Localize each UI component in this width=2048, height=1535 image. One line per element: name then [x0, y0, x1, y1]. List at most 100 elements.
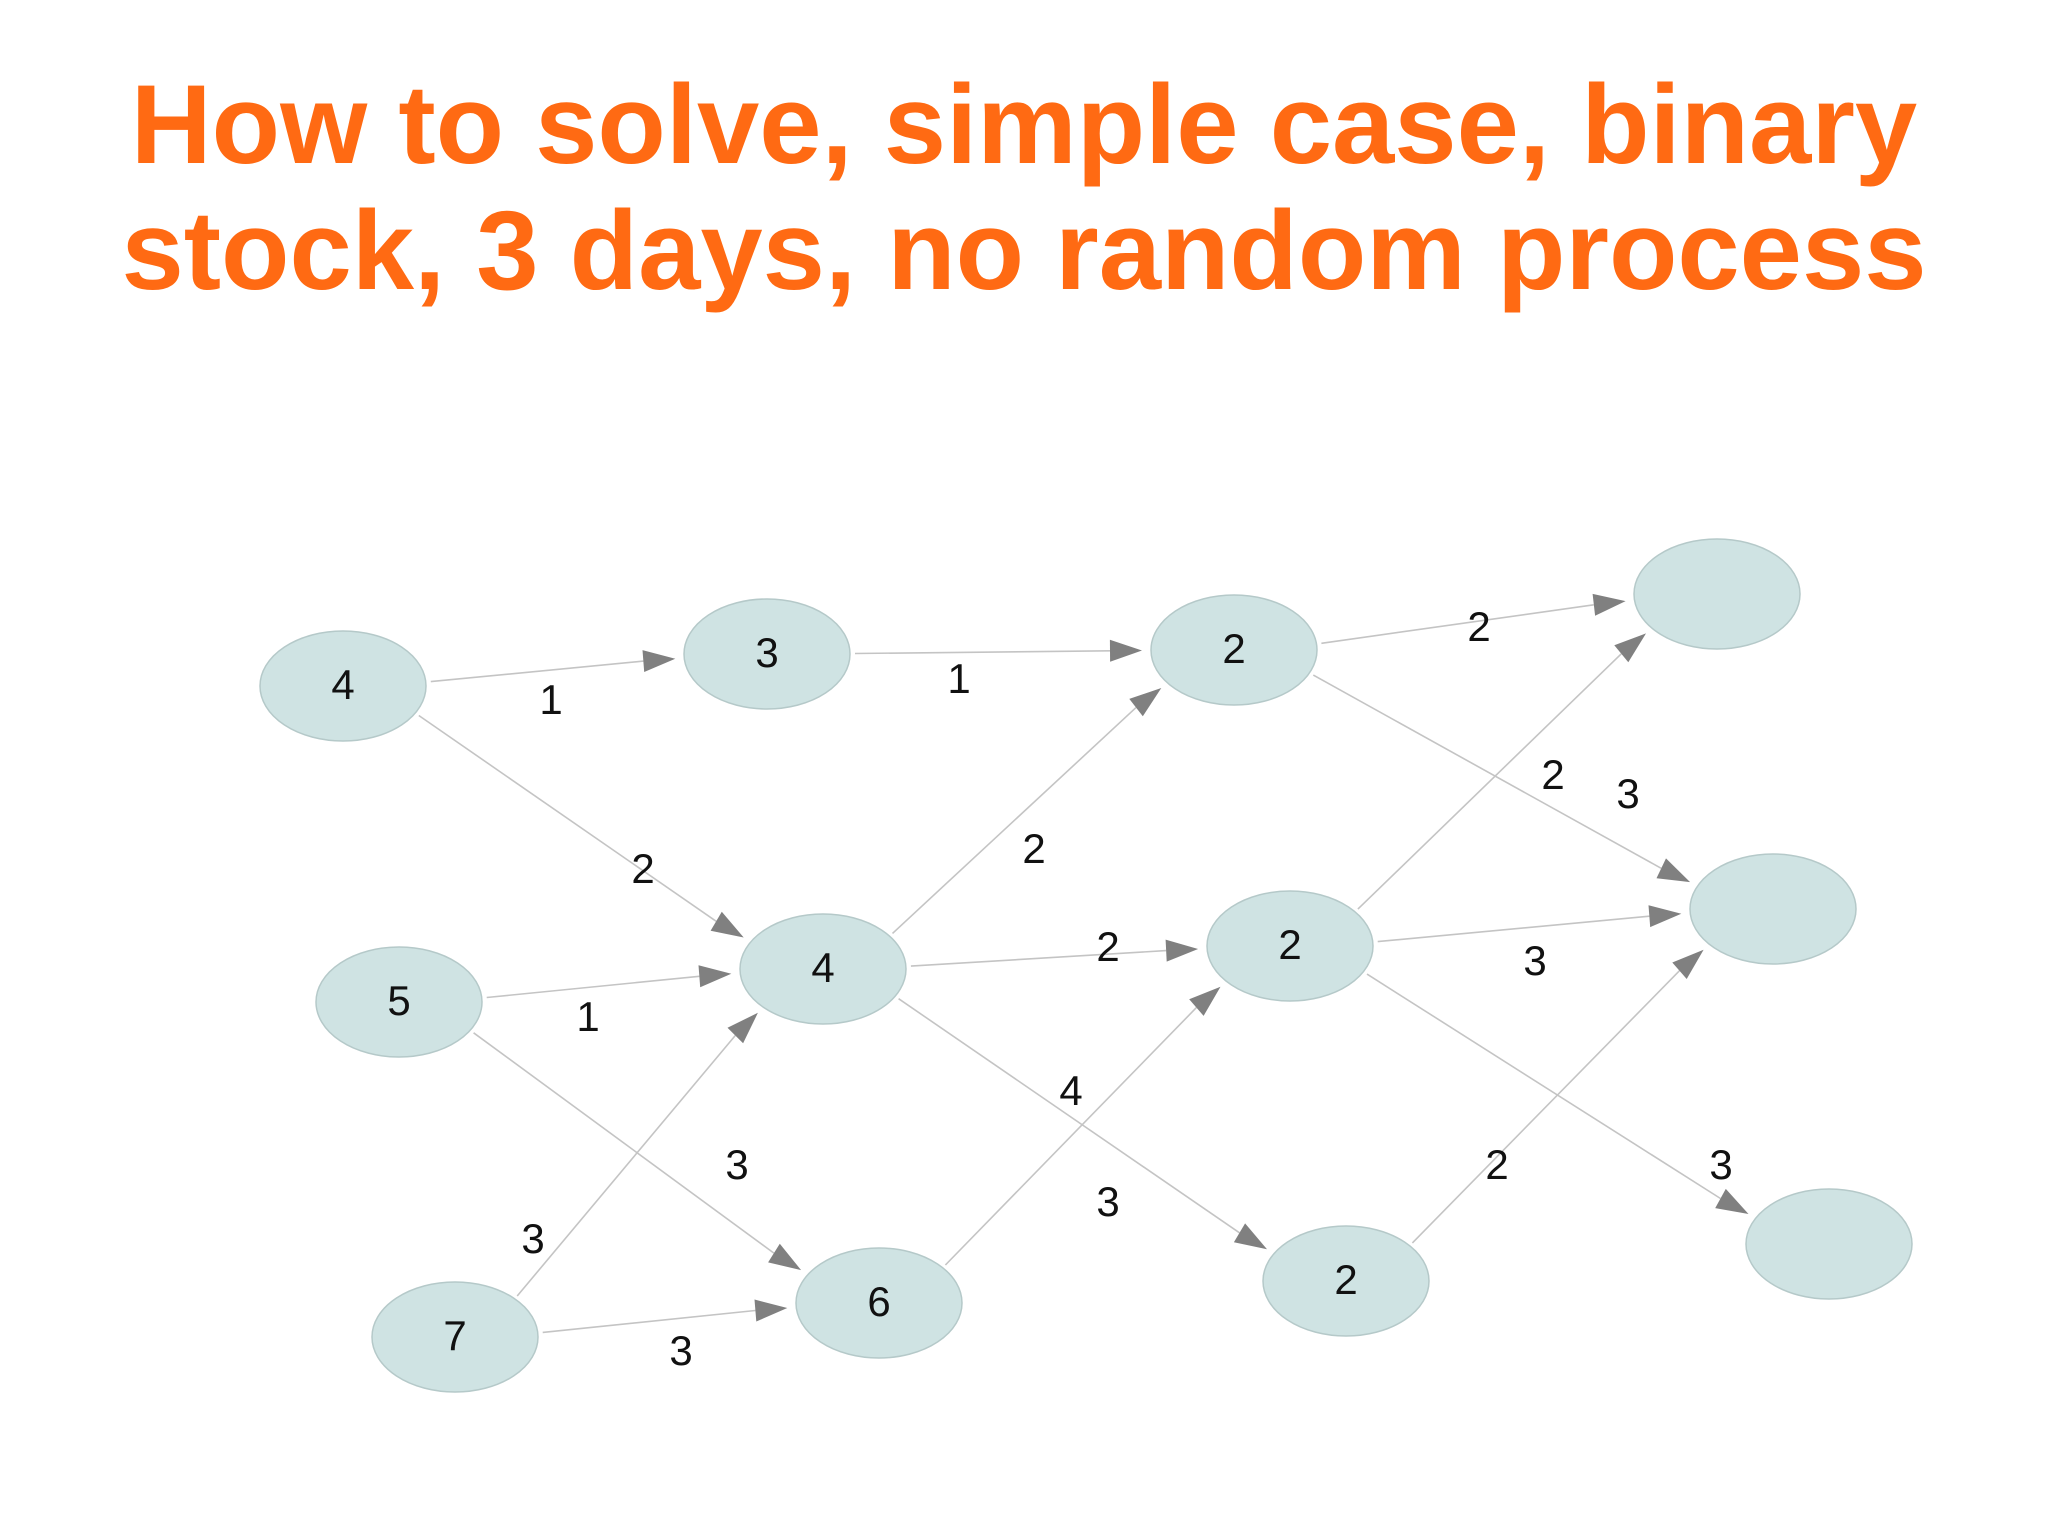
edge-weight-label: 3: [725, 1141, 748, 1188]
arrow-head: [1715, 1188, 1749, 1214]
edge-a2-b3: 3: [473, 1032, 802, 1271]
edge-weight-label: 3: [1523, 937, 1546, 984]
edge-weight-label: 3: [1616, 770, 1639, 817]
edge-line: [910, 949, 1167, 967]
edge-line: [854, 650, 1111, 655]
edge-weight-label: 1: [539, 676, 562, 723]
edge-line: [1411, 970, 1681, 1244]
edge-b2-c1: 2: [891, 688, 1162, 934]
node-value-label: 5: [387, 977, 410, 1024]
node-ellipse: [1689, 853, 1857, 965]
node-ellipse: [1745, 1188, 1913, 1300]
node-value-label: 2: [1334, 1256, 1357, 1303]
edge-weight-label: 2: [1467, 603, 1490, 650]
edge-line: [516, 1034, 736, 1297]
edge-line: [1377, 915, 1650, 943]
node-value-label: 4: [811, 944, 834, 991]
edge-a1-b2: 2: [418, 714, 744, 938]
arrow-head: [1592, 593, 1626, 616]
edge-c1-d2: 3: [1312, 674, 1691, 883]
arrow-head: [710, 911, 744, 938]
arrow-head: [768, 1243, 802, 1271]
edge-weight-label: 2: [1096, 923, 1119, 970]
edge-c3-d2: 2: [1411, 949, 1704, 1244]
node-c1: 2: [1150, 594, 1318, 706]
edge-weight-label: 2: [631, 845, 654, 892]
edge-line: [1321, 604, 1594, 645]
node-d1: [1633, 538, 1801, 650]
arrow-head: [1129, 688, 1162, 717]
node-value-label: 6: [867, 1278, 890, 1325]
arrow-head: [754, 1299, 788, 1322]
slide-title: How to solve, simple case, binary stock,…: [0, 62, 2048, 314]
arrow-head: [698, 965, 732, 988]
edge-line: [473, 1032, 775, 1254]
edge-b3-c2: 3: [944, 986, 1221, 1266]
edge-weight-label: 3: [521, 1215, 544, 1262]
edge-line: [1357, 653, 1622, 910]
node-b1: 3: [683, 598, 851, 710]
node-ellipse: [1262, 1225, 1430, 1337]
node-value-label: 3: [755, 629, 778, 676]
arrow-head: [1648, 905, 1682, 928]
node-c2: 2: [1206, 890, 1374, 1002]
node-a3: 7: [371, 1281, 539, 1393]
edge-line: [418, 714, 717, 922]
edge-weight-label: 3: [669, 1327, 692, 1374]
node-value-label: 7: [443, 1312, 466, 1359]
edge-weight-label: 1: [576, 993, 599, 1040]
edge-line: [486, 975, 700, 999]
edge-c1-d1: 2: [1321, 593, 1626, 650]
arrow-head: [1165, 939, 1199, 962]
node-ellipse: [315, 946, 483, 1058]
edge-weight-label: 4: [1059, 1067, 1082, 1114]
node-ellipse: [1206, 890, 1374, 1002]
arrow-head: [727, 1012, 758, 1044]
edge-c2-d1: 2: [1357, 633, 1646, 910]
edge-line: [898, 998, 1240, 1234]
edge-line: [891, 707, 1137, 934]
arrow-head: [1233, 1223, 1267, 1250]
arrow-head: [1109, 639, 1142, 662]
node-ellipse: [259, 630, 427, 742]
node-ellipse: [1150, 594, 1318, 706]
edge-a3-b3: 3: [542, 1299, 788, 1374]
arrow-head: [642, 650, 676, 672]
edge-weight-label: 3: [1096, 1178, 1119, 1225]
edge-a2-b2: 1: [486, 965, 732, 1040]
node-b3: 6: [795, 1247, 963, 1359]
edge-line: [1366, 973, 1721, 1200]
slide-title-line-1: How to solve, simple case, binary: [130, 62, 1918, 187]
node-d2: [1689, 853, 1857, 965]
arrow-head: [1189, 986, 1221, 1016]
node-value-label: 2: [1278, 921, 1301, 968]
edge-c2-d2: 3: [1377, 905, 1682, 984]
node-value-label: 2: [1222, 625, 1245, 672]
node-ellipse: [739, 913, 907, 1025]
edge-line: [1312, 674, 1662, 869]
node-a2: 5: [315, 946, 483, 1058]
edge-c2-d3: 3: [1366, 973, 1749, 1214]
edge-b1-c1: 1: [854, 639, 1142, 702]
node-a1: 4: [259, 630, 427, 742]
edge-weight-label: 2: [1541, 751, 1564, 798]
node-ellipse: [1633, 538, 1801, 650]
node-b2: 4: [739, 913, 907, 1025]
edge-b2-c2: 2: [910, 923, 1199, 970]
node-d3: [1745, 1188, 1913, 1300]
edge-line: [542, 1309, 756, 1334]
arrow-head: [1614, 633, 1646, 663]
edge-line: [430, 660, 644, 683]
edge-a3-b2: 3: [516, 1012, 758, 1297]
node-ellipse: [795, 1247, 963, 1359]
edge-weight-label: 3: [1709, 1141, 1732, 1188]
edge-weight-label: 1: [947, 655, 970, 702]
edge-a1-b1: 1: [430, 650, 676, 723]
edge-weight-label: 2: [1485, 1141, 1508, 1188]
node-ellipse: [683, 598, 851, 710]
node-ellipse: [371, 1281, 539, 1393]
edge-line: [944, 1007, 1197, 1266]
